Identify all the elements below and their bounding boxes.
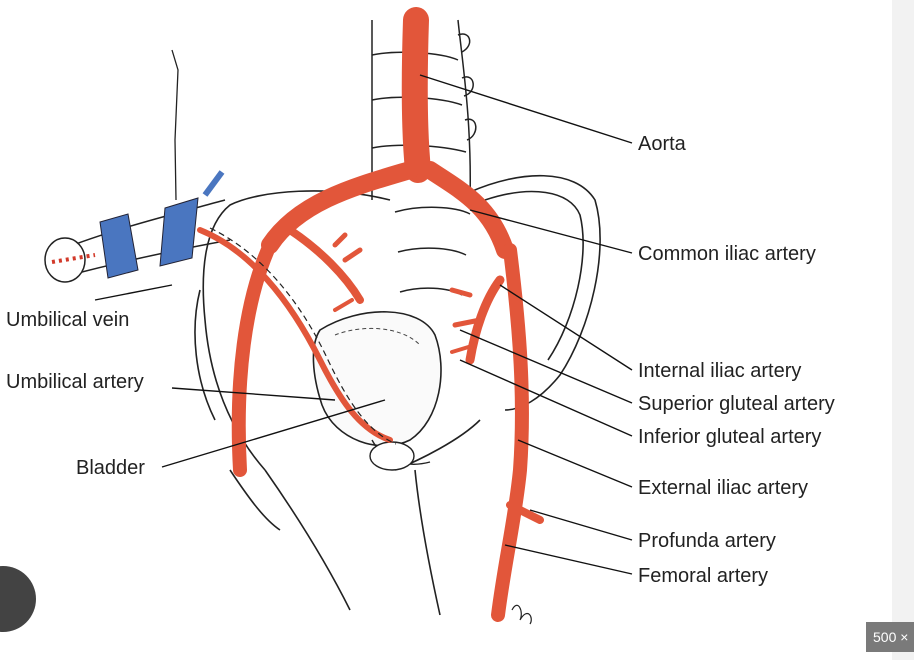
bladder-shape (312, 311, 442, 471)
left-external-iliac-vessel (491, 243, 529, 622)
label-internal-iliac-artery: Internal iliac artery (638, 360, 801, 382)
viewer-side-strip (892, 0, 914, 660)
label-common-iliac-artery: Common iliac artery (638, 243, 816, 265)
label-superior-gluteal-artery: Superior gluteal artery (638, 393, 835, 415)
label-umbilical-vein: Umbilical vein (6, 309, 129, 331)
label-profunda-artery: Profunda artery (638, 530, 776, 552)
right-common-iliac-vessel (261, 161, 419, 254)
right-external-iliac-vessel (231, 238, 277, 477)
label-femoral-artery: Femoral artery (638, 565, 768, 587)
label-external-iliac-artery: External iliac artery (638, 477, 808, 499)
label-bladder: Bladder (76, 457, 145, 479)
artist-signature (511, 604, 532, 625)
leader-lines (94, 74, 633, 575)
left-common-iliac-vessel (421, 161, 514, 259)
fetal-pelvic-circulation-diagram: Aorta Common iliac artery Umbilical vein… (6, 7, 835, 625)
image-size-badge: 500 × (866, 622, 914, 652)
label-inferior-gluteal-artery: Inferior gluteal artery (638, 426, 821, 448)
umbilical-artery-vessel (197, 227, 393, 443)
arterial-tree (197, 7, 544, 622)
umbilical-cord (44, 49, 231, 283)
label-aorta: Aorta (638, 133, 687, 155)
right-internal-iliac-vessel (286, 226, 364, 304)
profunda-branch-vessel (506, 501, 544, 524)
aorta-vessel (401, 7, 431, 183)
label-umbilical-artery: Umbilical artery (6, 371, 144, 393)
left-internal-iliac-vessel (465, 275, 505, 365)
